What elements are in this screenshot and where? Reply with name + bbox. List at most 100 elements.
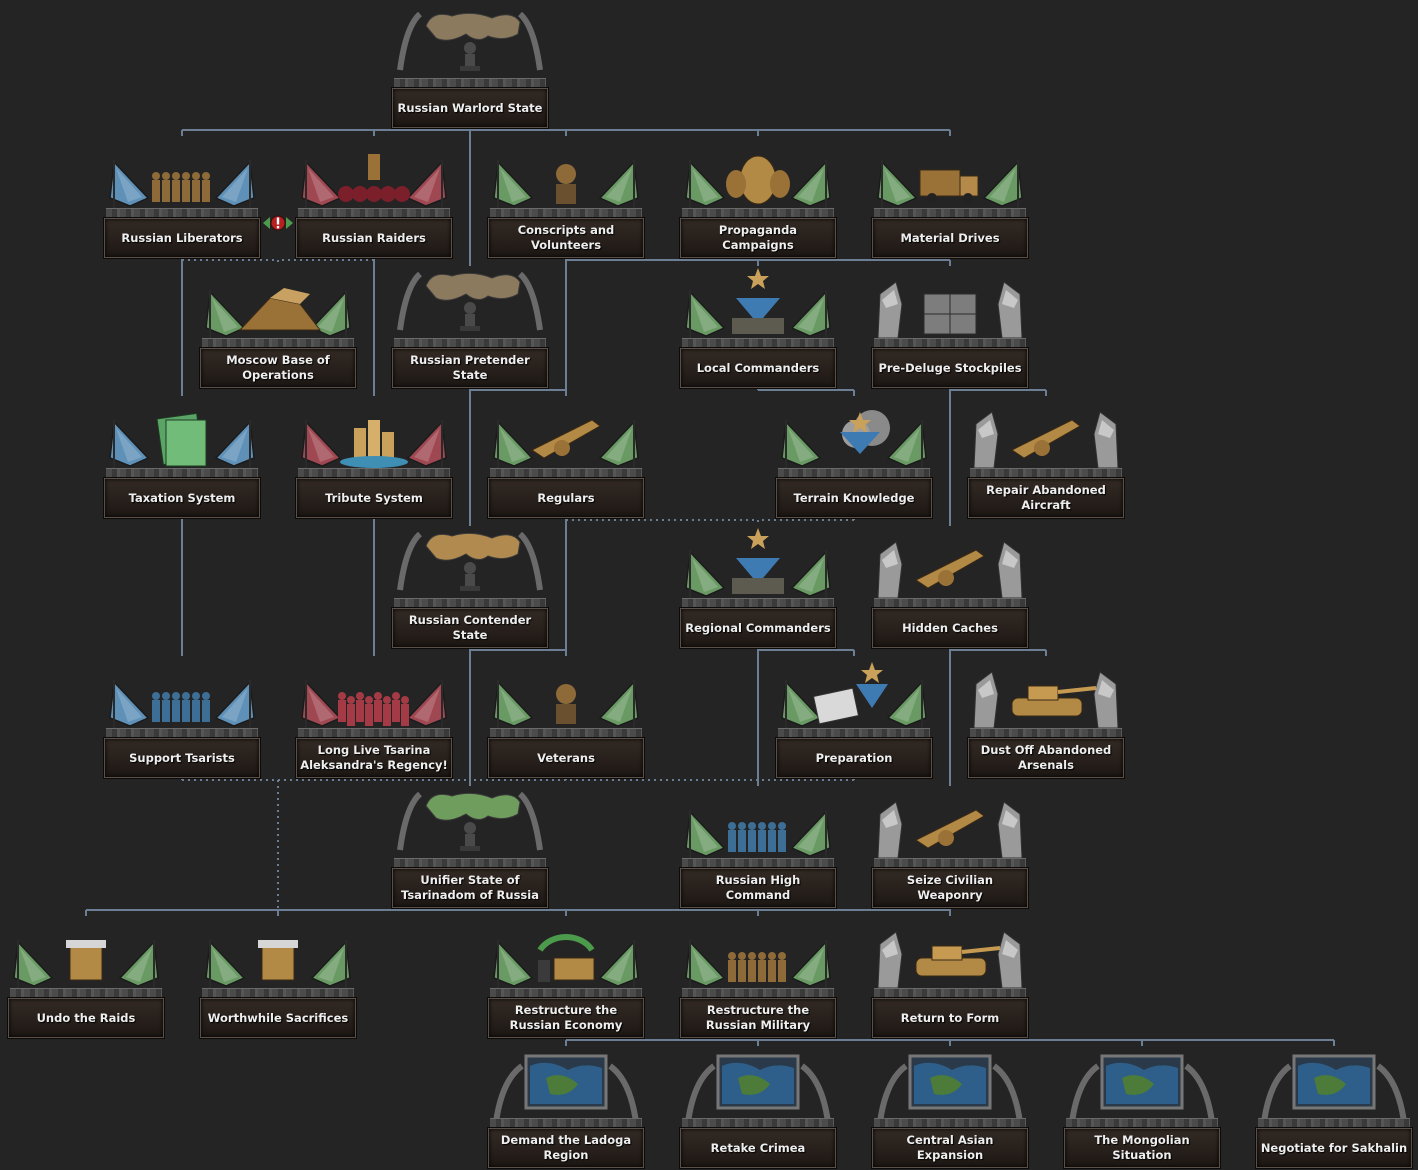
hidden-rifle-icon bbox=[877, 541, 1023, 599]
focus-regulars[interactable]: Regulars bbox=[488, 394, 644, 520]
focus-label: Undo the Raids bbox=[8, 998, 164, 1038]
territory-map-icon bbox=[1261, 1054, 1407, 1123]
focus-label: Central Asian Expansion bbox=[872, 1128, 1028, 1168]
veteran-soldier-icon bbox=[493, 680, 639, 728]
focus-contender[interactable]: Russian Contender State bbox=[392, 524, 548, 650]
focus-moscow[interactable]: Moscow Base of Operations bbox=[200, 264, 356, 390]
focus-label: Retake Crimea bbox=[680, 1128, 836, 1168]
focus-veterans[interactable]: Veterans bbox=[488, 654, 644, 780]
focus-label: Unifier State of Tsarinadom of Russia bbox=[392, 868, 548, 908]
focus-label: Terrain Knowledge bbox=[776, 478, 932, 518]
focus-label: Russian Raiders bbox=[296, 218, 452, 258]
coin-stacks-icon bbox=[301, 420, 447, 468]
focus-label: Russian Liberators bbox=[104, 218, 260, 258]
tsarist-soldiers-icon bbox=[109, 680, 255, 728]
focus-label: Demand the Ladoga Region bbox=[488, 1128, 644, 1168]
focus-label: Conscripts and Volunteers bbox=[488, 218, 644, 258]
forest-terrain-icon bbox=[781, 410, 927, 468]
focus-label: Repair Abandoned Aircraft bbox=[968, 478, 1124, 518]
focus-undo_raids[interactable]: Undo the Raids bbox=[8, 914, 164, 1040]
gold-offering-icon bbox=[205, 940, 351, 988]
focus-label: Return to Form bbox=[872, 998, 1028, 1038]
focus-caches[interactable]: Hidden Caches bbox=[872, 524, 1028, 650]
focus-label: Russian Warlord State bbox=[392, 88, 548, 128]
focus-label: Propaganda Campaigns bbox=[680, 218, 836, 258]
focus-taxation[interactable]: Taxation System bbox=[104, 394, 260, 520]
focus-label: Regulars bbox=[488, 478, 644, 518]
focus-label: Negotiate for Sakhalin bbox=[1256, 1128, 1412, 1168]
focus-return[interactable]: Return to Form bbox=[872, 914, 1028, 1040]
focus-label: Seize Civilian Weaponry bbox=[872, 868, 1028, 908]
focus-material[interactable]: Material Drives bbox=[872, 134, 1028, 260]
focus-warlord[interactable]: Russian Warlord State bbox=[392, 4, 548, 130]
military-officers-icon bbox=[685, 940, 831, 988]
aircraft-wrench-icon bbox=[973, 411, 1119, 469]
focus-label: Long Live Tsarina Aleksandra's Regency! bbox=[296, 738, 452, 778]
hammer-worker-icon bbox=[13, 940, 159, 988]
focus-local_cmd[interactable]: Local Commanders bbox=[680, 264, 836, 390]
focus-label: Restructure the Russian Economy bbox=[488, 998, 644, 1038]
megaphone-icon bbox=[685, 155, 831, 208]
focus-label: Moscow Base of Operations bbox=[200, 348, 356, 388]
focus-unifier[interactable]: Unifier State of Tsarinadom of Russia bbox=[392, 784, 548, 910]
focus-label: Restructure the Russian Military bbox=[680, 998, 836, 1038]
focus-label: Russian High Command bbox=[680, 868, 836, 908]
focus-conscripts[interactable]: Conscripts and Volunteers bbox=[488, 134, 644, 260]
focus-mongolia[interactable]: The Mongolian Situation bbox=[1064, 1044, 1220, 1170]
territory-map-icon bbox=[877, 1054, 1023, 1123]
focus-tsarina[interactable]: Long Live Tsarina Aleksandra's Regency! bbox=[296, 654, 452, 780]
mutually-exclusive-icon bbox=[262, 210, 294, 236]
focus-military[interactable]: Restructure the Russian Military bbox=[680, 914, 836, 1040]
factory-cycle-icon bbox=[493, 933, 639, 988]
focus-terrain[interactable]: Terrain Knowledge bbox=[776, 394, 932, 520]
crowd-cheering-icon bbox=[301, 680, 447, 728]
focus-sakhalin[interactable]: Negotiate for Sakhalin bbox=[1256, 1044, 1412, 1170]
focus-sacrifices[interactable]: Worthwhile Sacrifices bbox=[200, 914, 356, 1040]
focus-stockpiles[interactable]: Pre-Deluge Stockpiles bbox=[872, 264, 1028, 390]
territory-map-icon bbox=[685, 1054, 831, 1123]
rifleman-icon bbox=[493, 419, 639, 468]
focus-label: Hidden Caches bbox=[872, 608, 1028, 648]
focus-regional_cmd[interactable]: Regional Commanders bbox=[680, 524, 836, 650]
focus-label: Regional Commanders bbox=[680, 608, 836, 648]
focus-label: Taxation System bbox=[104, 478, 260, 518]
focus-tsarists[interactable]: Support Tsarists bbox=[104, 654, 260, 780]
focus-pretender[interactable]: Russian Pretender State bbox=[392, 264, 548, 390]
commander-star-icon bbox=[685, 268, 831, 338]
focus-label: Veterans bbox=[488, 738, 644, 778]
focus-label: Support Tsarists bbox=[104, 738, 260, 778]
focus-label: Russian Contender State bbox=[392, 608, 548, 648]
focus-economy[interactable]: Restructure the Russian Economy bbox=[488, 914, 644, 1040]
focus-label: Russian Pretender State bbox=[392, 348, 548, 388]
raider-skulls-icon bbox=[301, 154, 447, 208]
supply-truck-icon bbox=[877, 160, 1023, 208]
focus-central_asia[interactable]: Central Asian Expansion bbox=[872, 1044, 1028, 1170]
conscript-soldier-icon bbox=[493, 160, 639, 208]
focus-high_cmd[interactable]: Russian High Command bbox=[680, 784, 836, 910]
commander-stars-icon bbox=[685, 528, 831, 598]
focus-label: Tribute System bbox=[296, 478, 452, 518]
money-bills-icon bbox=[109, 412, 255, 468]
focus-weaponry[interactable]: Seize Civilian Weaponry bbox=[872, 784, 1028, 910]
focus-preparation[interactable]: Preparation bbox=[776, 654, 932, 780]
focus-tribute[interactable]: Tribute System bbox=[296, 394, 452, 520]
camp-tent-icon bbox=[205, 288, 351, 338]
focus-propaganda[interactable]: Propaganda Campaigns bbox=[680, 134, 836, 260]
russia-map-sepia-icon bbox=[397, 271, 543, 331]
territory-map-icon bbox=[493, 1054, 639, 1123]
focus-ladoga[interactable]: Demand the Ladoga Region bbox=[488, 1044, 644, 1170]
tank-icon bbox=[877, 931, 1023, 989]
officers-group-icon bbox=[685, 810, 831, 858]
pistol-hand-icon bbox=[877, 801, 1023, 859]
focus-raiders[interactable]: Russian Raiders bbox=[296, 134, 452, 260]
focus-label: Preparation bbox=[776, 738, 932, 778]
focus-label: Local Commanders bbox=[680, 348, 836, 388]
focus-aircraft[interactable]: Repair Abandoned Aircraft bbox=[968, 394, 1124, 520]
focus-arsenals[interactable]: Dust Off Abandoned Arsenals bbox=[968, 654, 1124, 780]
focus-crimea[interactable]: Retake Crimea bbox=[680, 1044, 836, 1170]
focus-liberators[interactable]: Russian Liberators bbox=[104, 134, 260, 260]
battle-plan-icon bbox=[781, 662, 927, 728]
focus-label: Material Drives bbox=[872, 218, 1028, 258]
focus-label: Worthwhile Sacrifices bbox=[200, 998, 356, 1038]
